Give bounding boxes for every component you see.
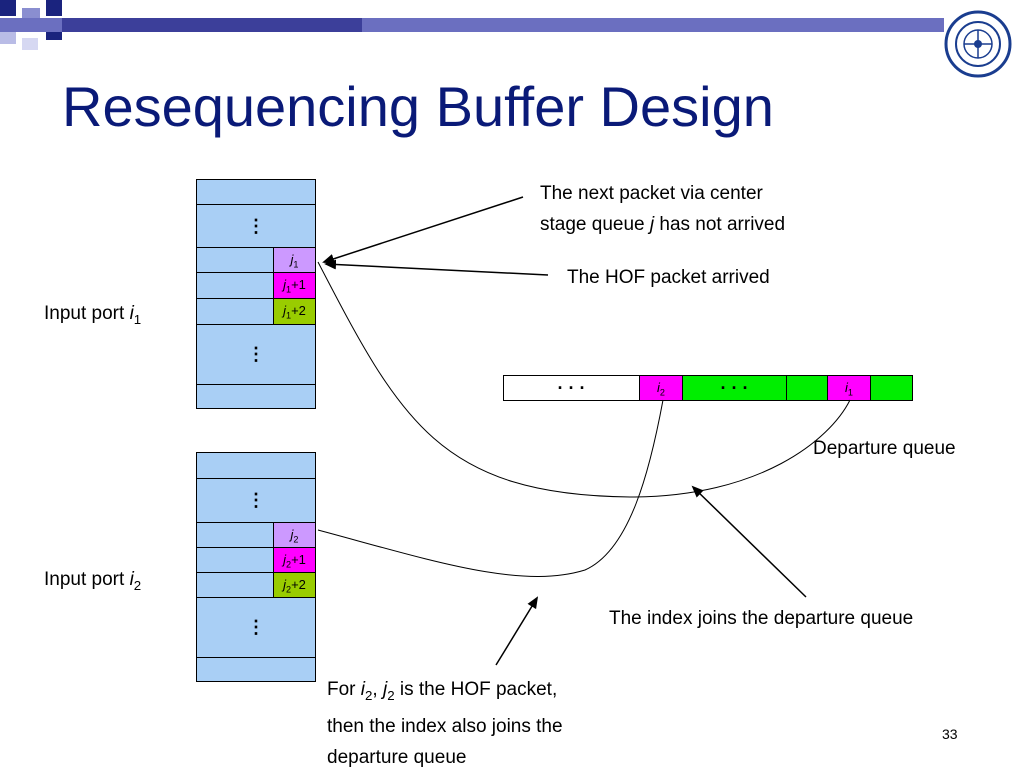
header-bar-fade: [62, 18, 362, 32]
input-port-2-label: Input port i2: [44, 569, 142, 593]
buffer-row-ellipsis: ⋮: [197, 205, 315, 248]
buffer-row-j1-plus-1: j1+1: [197, 273, 315, 299]
cell-j2-plus-2: j2+2: [273, 573, 315, 597]
cell-j2-plus-1: j2+1: [273, 548, 315, 572]
cell-j1-plus-1: j1+1: [273, 273, 315, 298]
buffer-row-ellipsis: ⋮: [197, 598, 315, 658]
departure-queue-label: Departure queue: [813, 438, 956, 459]
annotation-for-i2-j2: For i2, j2 is the HOF packet, then the i…: [327, 679, 563, 768]
buffer-row-j1: j1: [197, 248, 315, 273]
arrow-next-packet: [322, 196, 524, 264]
arrow-index-joins: [691, 485, 807, 598]
input-buffer-1: ⋮ j1 j1+1 j1+2 ⋮: [196, 179, 316, 409]
dq-cell-ellipsis-green: · · ·: [683, 376, 787, 400]
buffer-row-j2-plus-2: j2+2: [197, 573, 315, 598]
annotation-hof-arrived: The HOF packet arrived: [567, 267, 770, 288]
buffer-row: [197, 180, 315, 205]
arrow-for-i2-j2: [495, 596, 539, 666]
dq-cell-i2: i2: [640, 376, 683, 400]
dq-cell-ellipsis: · · ·: [504, 376, 640, 400]
header-square-6: [22, 38, 38, 50]
buffer-row: [197, 453, 315, 479]
departure-queue: · · · i2 · · · i1: [503, 375, 913, 401]
header-square-1: [0, 0, 16, 16]
cell-j1-plus-2: j1+2: [273, 299, 315, 324]
annotation-index-joins: The index joins the departure queue: [609, 608, 914, 629]
header-square-3: [46, 0, 62, 16]
buffer-row-j2-plus-1: j2+1: [197, 548, 315, 573]
arrow-hof-arrived: [324, 259, 549, 276]
buffer-row-ellipsis: ⋮: [197, 479, 315, 523]
cell-j2: j2: [273, 523, 315, 547]
dq-cell-i1: i1: [828, 376, 871, 400]
curve-j1-to-departure: [317, 261, 851, 498]
buffer-row-j2: j2: [197, 523, 315, 548]
page-number: 33: [942, 726, 958, 742]
slide-title: Resequencing Buffer Design: [62, 75, 774, 138]
annotation-next-packet: The next packet via center stage queue j…: [540, 183, 786, 235]
input-port-1-label: Input port i1: [44, 303, 142, 327]
header-square-4: [0, 28, 16, 44]
buffer-row-ellipsis: ⋮: [197, 325, 315, 385]
dq-cell-green: [787, 376, 828, 400]
input-buffer-2: ⋮ j2 j2+1 j2+2 ⋮: [196, 452, 316, 682]
university-seal-logo: [944, 10, 1012, 78]
curve-j2-to-departure: [317, 399, 664, 577]
cell-j1: j1: [273, 248, 315, 272]
dq-cell-green-end: [871, 376, 912, 400]
buffer-row-j1-plus-2: j1+2: [197, 299, 315, 325]
